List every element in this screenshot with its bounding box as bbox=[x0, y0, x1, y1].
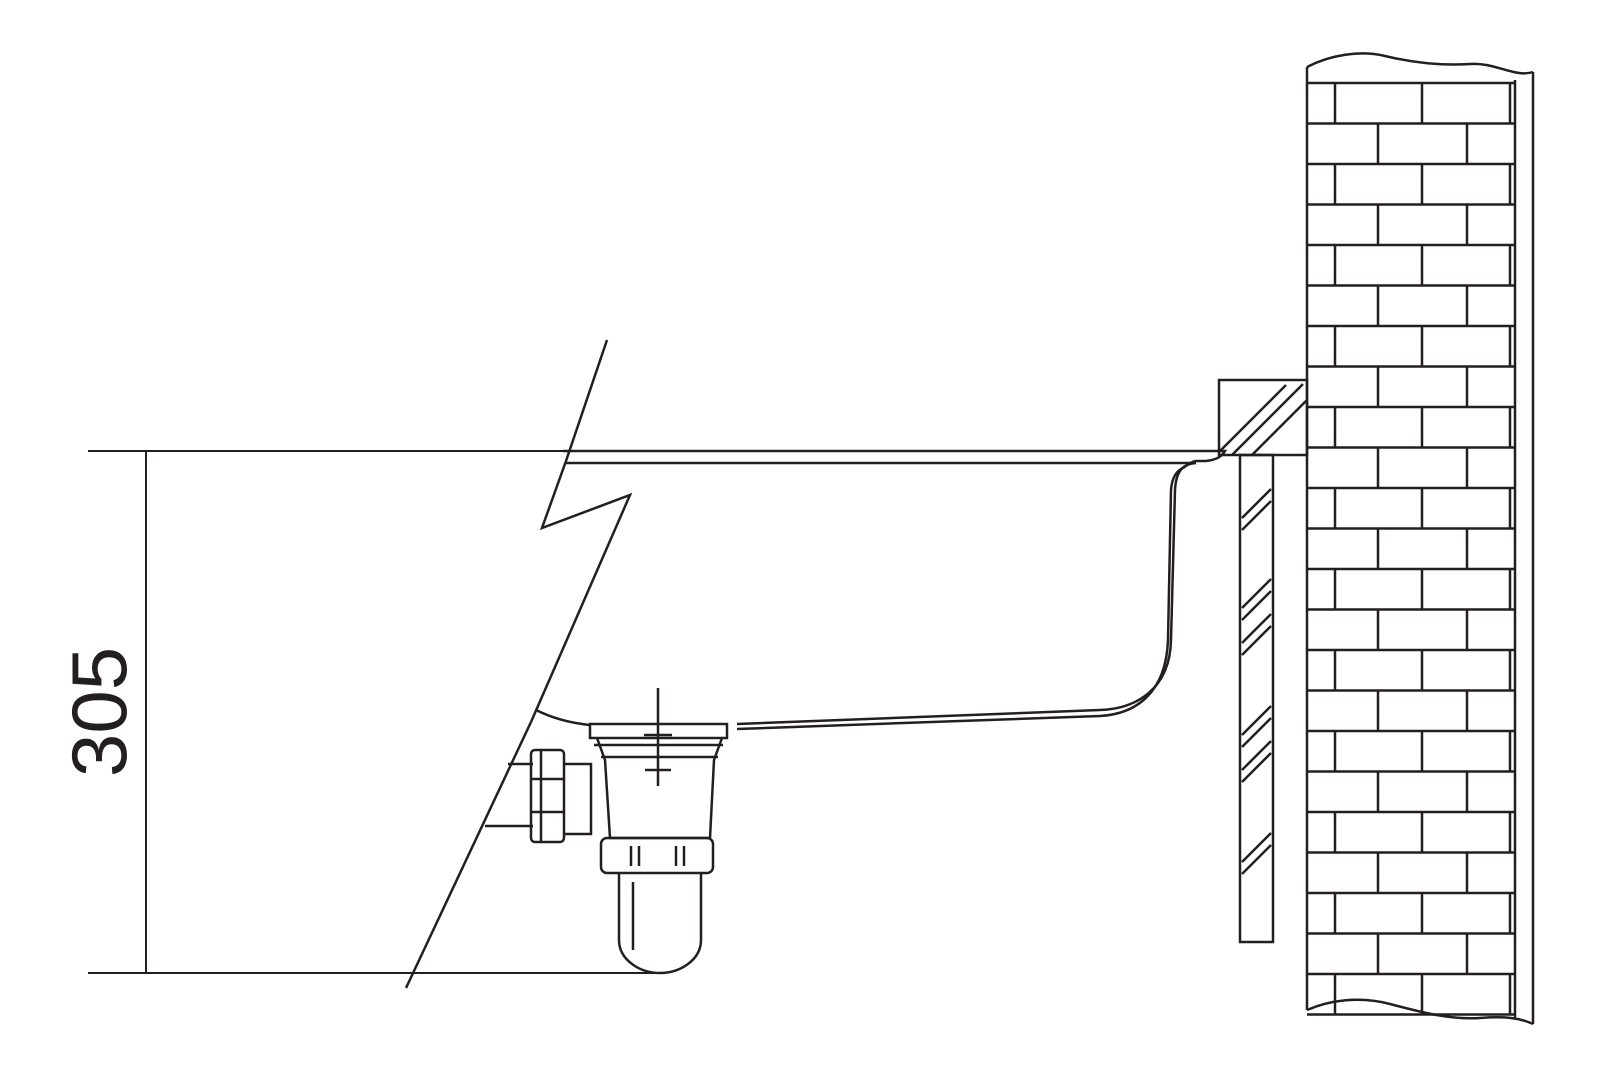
leg-hatch-8 bbox=[1241, 717, 1272, 748]
leg-hatch-11 bbox=[1241, 832, 1272, 863]
leg-hatch-3 bbox=[1241, 578, 1272, 609]
leg-hatch-6 bbox=[1241, 625, 1272, 656]
height-dimension bbox=[88, 450, 666, 974]
trap-bottle bbox=[617, 873, 703, 975]
overflow-hose bbox=[564, 762, 593, 836]
union-nut bbox=[599, 836, 715, 875]
wall-bottom-edge bbox=[1306, 998, 1534, 1026]
bracket-hatch-2 bbox=[1231, 383, 1304, 456]
bracket-hatch-3 bbox=[1251, 399, 1308, 456]
overflow-nut bbox=[529, 748, 566, 844]
lower-break-line bbox=[404, 721, 533, 989]
leg-hatch-5 bbox=[1241, 613, 1272, 644]
sink-bowl bbox=[535, 449, 1228, 731]
break-line bbox=[404, 339, 633, 989]
dimension-height-label: 305 bbox=[55, 647, 143, 777]
waste-body bbox=[595, 737, 724, 840]
leg-hatch-10 bbox=[1241, 752, 1272, 783]
leg-hatch-7 bbox=[1241, 705, 1272, 736]
trap bbox=[599, 836, 715, 975]
leg-hatch-9 bbox=[1241, 740, 1272, 771]
leg-hatch-1 bbox=[1241, 488, 1272, 519]
sink-bowl-left-curve bbox=[535, 708, 591, 727]
sink-bowl-outer bbox=[736, 466, 1184, 731]
waste-outlet bbox=[588, 688, 729, 840]
waste-flange bbox=[588, 722, 729, 740]
wall-bracket bbox=[1217, 378, 1309, 944]
leg-hatch-12 bbox=[1241, 844, 1272, 875]
leg-hatch-4 bbox=[1241, 590, 1272, 621]
overflow-connector bbox=[485, 748, 593, 844]
brick-wall bbox=[1305, 52, 1535, 1026]
support-leg bbox=[1238, 453, 1275, 944]
sink-bowl-outline bbox=[736, 461, 1197, 726]
leg-hatch-2 bbox=[1241, 500, 1272, 531]
upper-break-line bbox=[529, 339, 633, 723]
wall-top-edge bbox=[1306, 52, 1534, 75]
bracket-hatch-1 bbox=[1218, 384, 1287, 453]
